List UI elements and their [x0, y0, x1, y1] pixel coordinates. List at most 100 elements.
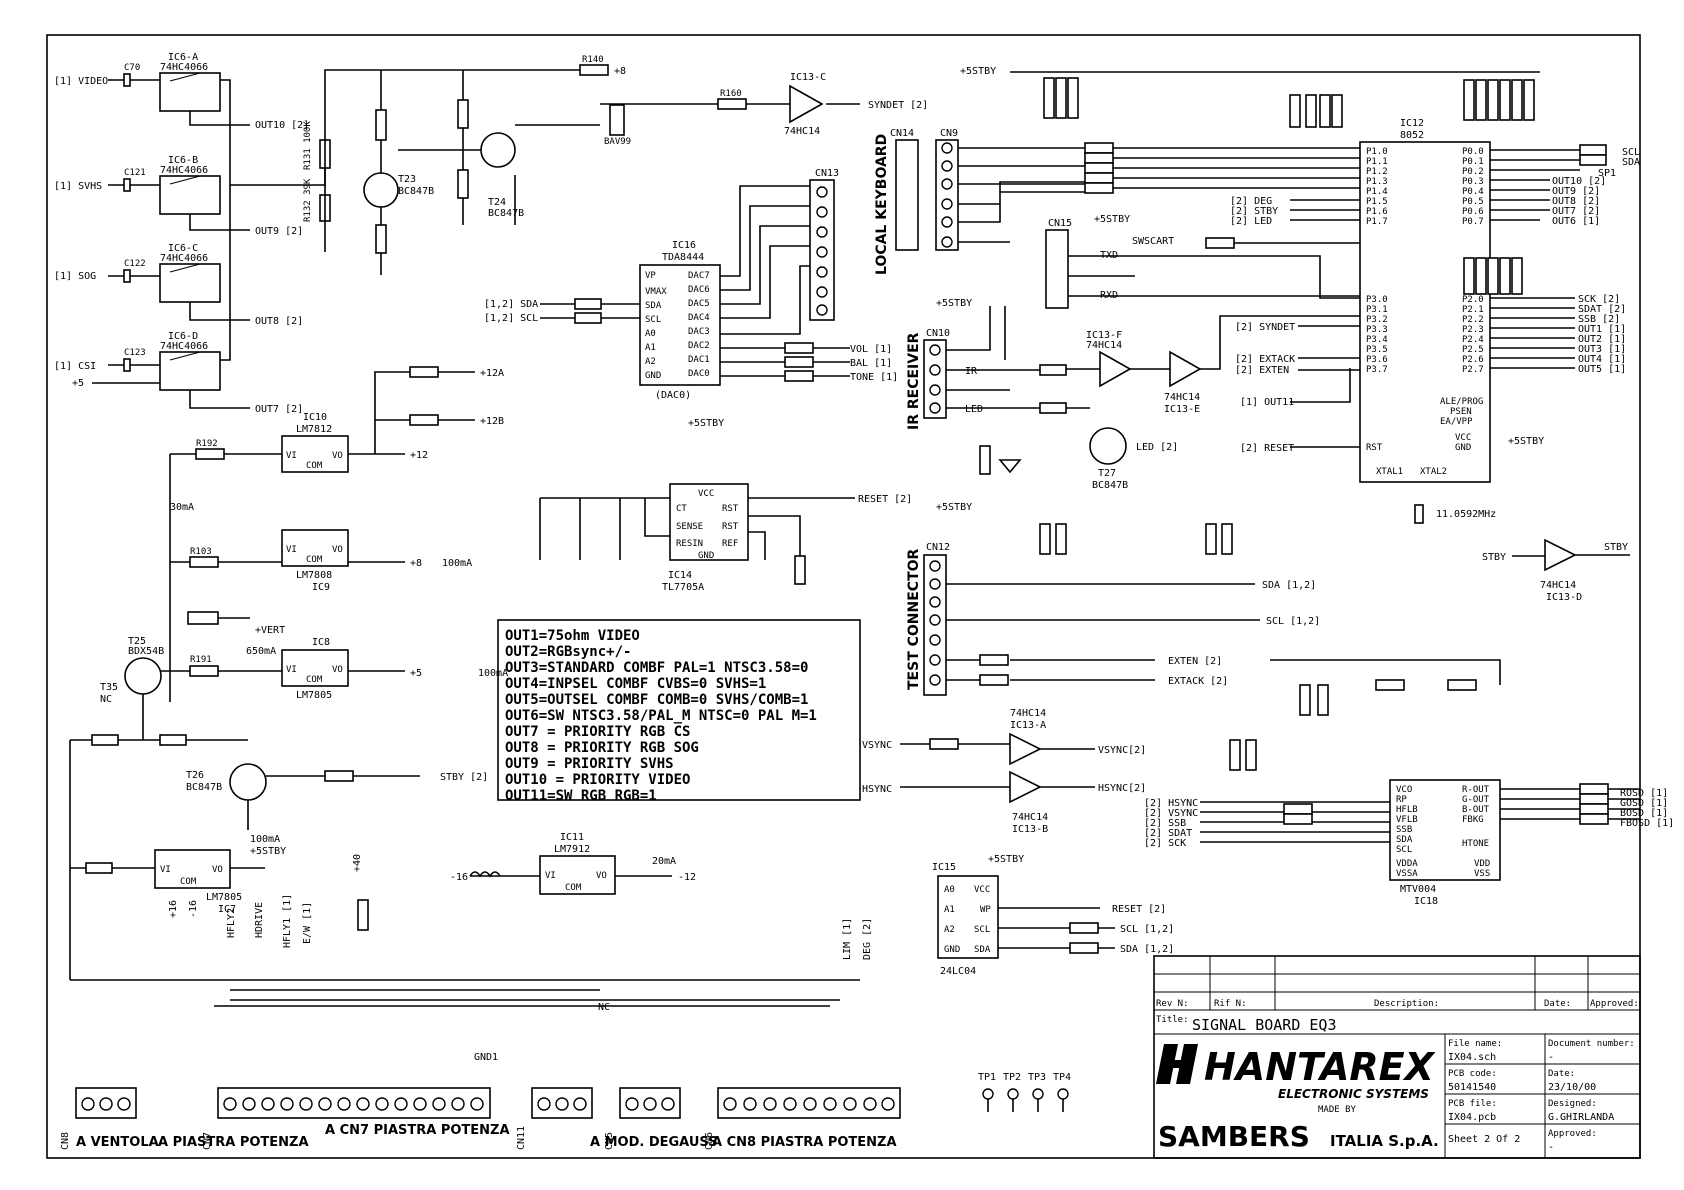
svg-text:RST: RST — [1366, 443, 1383, 453]
ic14-label: IC14 — [668, 570, 692, 581]
pcb-file-label: PCB file: — [1448, 1099, 1497, 1109]
svg-text:COM: COM — [306, 461, 323, 471]
ic6a-box — [159, 72, 221, 112]
cn10-label: CN10 — [926, 328, 950, 339]
sig-out9b: OUT9 [2] — [1552, 186, 1600, 197]
svg-text:SCL: SCL — [1396, 845, 1412, 855]
cn13-label: CN13 — [815, 168, 839, 179]
ic13b-part: 74HC14 — [1012, 812, 1048, 823]
svg-text:DAC0: DAC0 — [688, 369, 710, 379]
sig-out10b: OUT10 [2] — [1552, 176, 1606, 187]
svg-text:SDA: SDA — [1396, 835, 1413, 845]
svg-text:A2: A2 — [645, 357, 656, 367]
svg-text:VCC: VCC — [1455, 433, 1471, 443]
ic10-part: LM7812 — [296, 424, 332, 435]
ma100-label-a: 100mA — [442, 558, 472, 569]
svg-text:COM: COM — [565, 883, 582, 893]
sig-sck-l: [2] SCK — [1144, 838, 1186, 849]
svg-text:BC847B: BC847B — [1092, 480, 1128, 491]
ic12-part: 8052 — [1400, 130, 1424, 141]
cn7-sub: A CN7 PIASTRA POTENZA — [325, 1123, 510, 1138]
cn10-connector — [923, 339, 947, 419]
sig-plus12b: +12B — [480, 416, 504, 427]
svg-text:BC847B: BC847B — [186, 782, 222, 793]
sig-minus12: -12 — [678, 872, 696, 883]
sig-sda-out: SDA — [1622, 157, 1640, 168]
sig-out3: OUT3 [1] — [1578, 344, 1626, 355]
svg-text:P0.3: P0.3 — [1462, 177, 1484, 187]
sig-sda-ee: SDA [1,2] — [1120, 944, 1174, 955]
svg-text:DAC1: DAC1 — [688, 355, 710, 365]
sig-deg-b: DEG [2] — [862, 918, 873, 960]
sig-out7: OUT7 [2] — [255, 404, 303, 415]
cn7-connector — [217, 1087, 491, 1119]
sig-scl-tc: SCL [1,2] — [1266, 616, 1320, 627]
sig-stby-out: STBY — [1604, 542, 1628, 553]
t24-transistor — [480, 132, 516, 168]
sig-plus16: +16 — [168, 900, 179, 918]
hantarex-logo: HANTAREX ELECTRONIC SYSTEMS MADE BY SAMB… — [1156, 1044, 1439, 1153]
sig-stbyb: [2] STBY — [1230, 206, 1278, 217]
ic16-part: TDA8444 — [662, 252, 704, 263]
local-keyboard-label: LOCAL KEYBOARD — [874, 134, 890, 275]
approved-label-2: Approved: — [1548, 1129, 1597, 1139]
sig-sdat: SDAT [2] — [1578, 304, 1626, 315]
sig-vol: VOL [1] — [850, 344, 892, 355]
ic12-box — [1359, 141, 1491, 483]
svg-text:P0.0: P0.0 — [1462, 147, 1484, 157]
svg-text:WP: WP — [980, 905, 991, 915]
svg-text:P1.5: P1.5 — [1366, 197, 1388, 207]
svg-text:VCO: VCO — [1396, 785, 1412, 795]
test-connector-section: TEST CONNECTOR CN12 +5STBY SDA [1,2] SCL… — [906, 502, 1320, 696]
doc-number: - — [1548, 1052, 1554, 1063]
ic9-part: LM7808 — [296, 570, 332, 581]
sig-sda12: [1,2] SDA — [484, 299, 538, 310]
ma20-label: 20mA — [652, 856, 676, 867]
sig-deg: [2] DEG — [1230, 196, 1272, 207]
svg-text:VI: VI — [286, 665, 297, 675]
sig-ssb: SSB [2] — [1578, 314, 1620, 325]
svg-text:A2: A2 — [944, 925, 955, 935]
sig-ssb-l: [2] SSB — [1144, 818, 1186, 829]
svg-text:VSSA: VSSA — [1396, 869, 1418, 879]
ic16-box — [639, 264, 721, 386]
drawing-border — [46, 34, 1641, 1159]
pcb-code: 50141540 — [1448, 1082, 1496, 1093]
sig-scl-out: SCL — [1622, 147, 1640, 158]
svg-text:P2.6: P2.6 — [1462, 355, 1484, 365]
svg-text:C121: C121 — [124, 168, 146, 178]
svg-text:VI: VI — [286, 545, 297, 555]
cn6-label: CN6 — [704, 1132, 715, 1150]
sig-sck: SCK [2] — [1578, 294, 1620, 305]
svg-text:DAC7: DAC7 — [688, 271, 710, 281]
ic12-mcu: IC12 8052 P1.0P1.1P1.2 P1.3P1.4P1.5 P1.6… — [1230, 79, 1640, 524]
svg-text:VI: VI — [160, 865, 171, 875]
sig-stby2: STBY [2] — [440, 772, 488, 783]
svg-text:SDA: SDA — [974, 945, 991, 955]
svg-text:P2.3: P2.3 — [1462, 325, 1484, 335]
input-video: [1] VIDEO — [54, 76, 108, 87]
svg-text:G-OUT: G-OUT — [1462, 795, 1490, 805]
svg-text:SSB: SSB — [1396, 825, 1412, 835]
svg-text:P2.5: P2.5 — [1462, 345, 1484, 355]
ic6a-part: 74HC4066 — [160, 62, 208, 73]
svg-text:VO: VO — [332, 545, 343, 555]
ic13c-buffer — [789, 84, 824, 124]
p5stby-top: +5STBY — [960, 66, 996, 77]
sig-extack: [2] EXTACK — [1235, 354, 1295, 365]
t23-transistor — [363, 172, 399, 208]
svg-text:XTAL2: XTAL2 — [1420, 467, 1447, 477]
ic14-part: TL7705A — [662, 582, 704, 593]
cn7-label: CN7 — [202, 1132, 213, 1150]
svg-text:P1.1: P1.1 — [1366, 157, 1388, 167]
svg-text:VCC: VCC — [698, 489, 714, 499]
ic14-box — [669, 483, 749, 561]
date-label-2: Date: — [1548, 1069, 1575, 1079]
cn6-desc: A CN8 PIASTRA POTENZA — [712, 1135, 897, 1150]
svg-text:T35: T35 — [100, 682, 118, 693]
sig-rosd: ROSD [1] — [1620, 788, 1668, 799]
ic13f-part: 74HC14 — [1086, 340, 1122, 351]
